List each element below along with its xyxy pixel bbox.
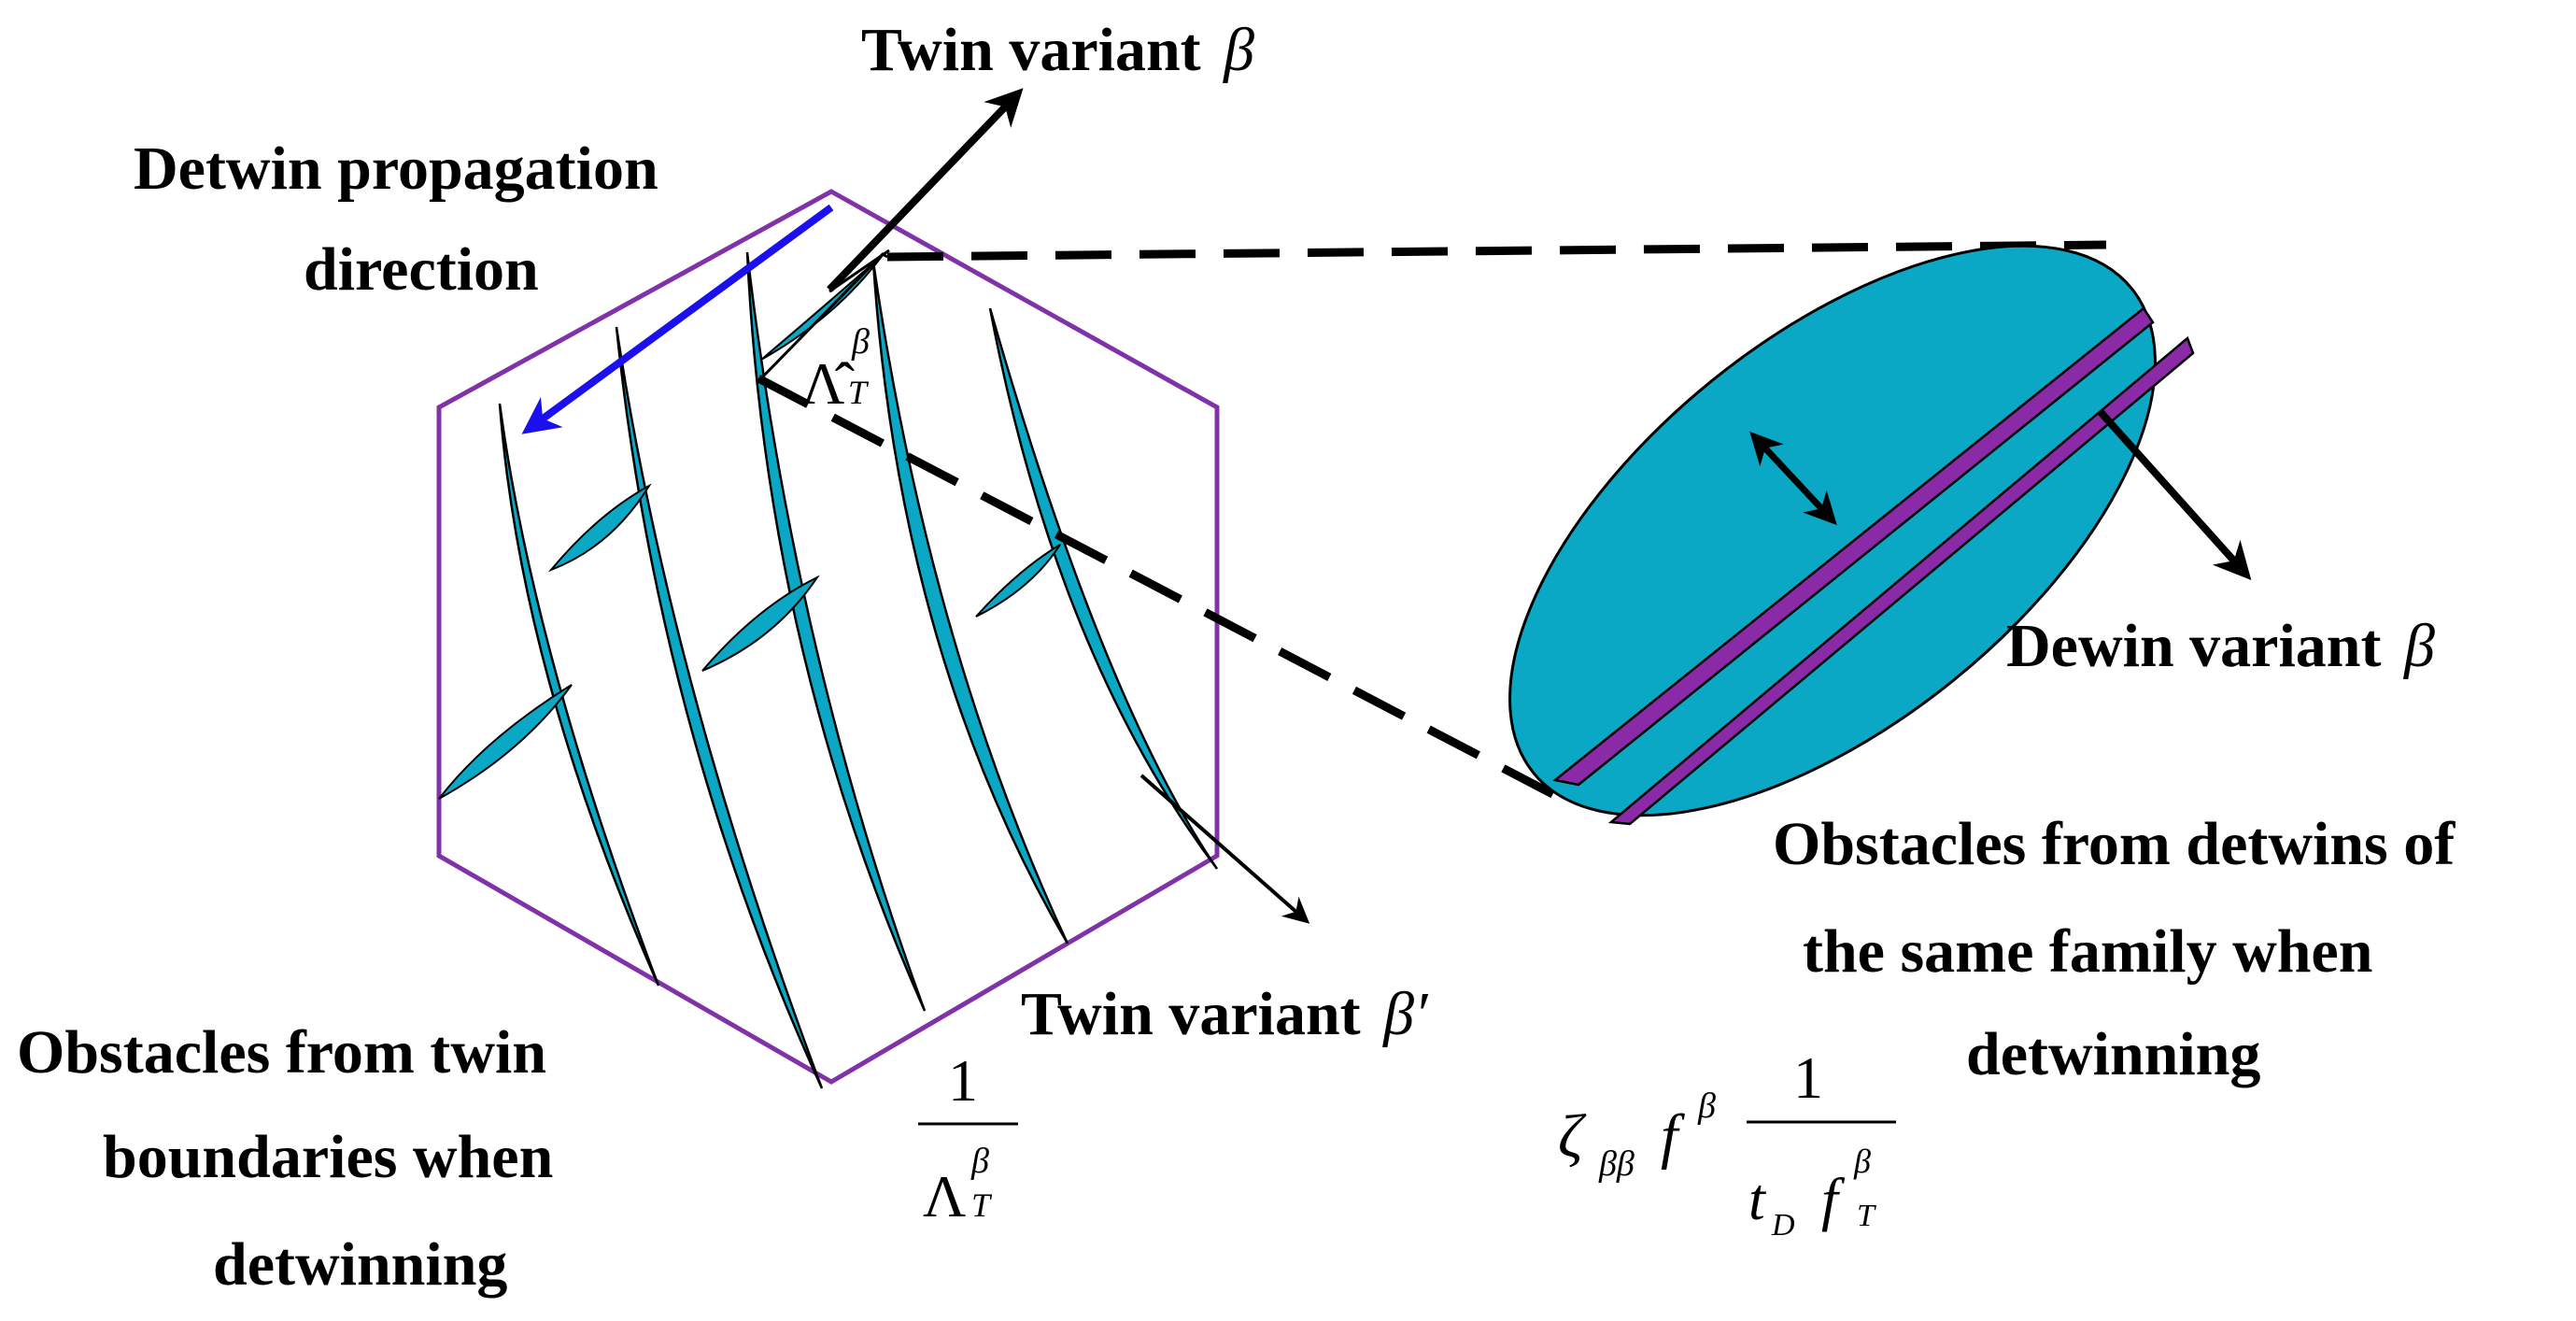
obstacles-twin-label-2: boundaries when — [103, 1123, 553, 1191]
svg-text:β: β — [851, 322, 870, 362]
twin-lamella-2 — [615, 326, 824, 1089]
projection-line-bottom — [756, 375, 1561, 801]
detwin-band-2 — [1607, 335, 2195, 826]
obstacles-detwin-label-1: Obstacles from detwins of — [1773, 810, 2456, 878]
dewin-variant-arrow — [2097, 408, 2252, 580]
secondary-twins — [438, 254, 1061, 800]
svg-text:Λ: Λ — [923, 1163, 966, 1229]
twin-lamella-5 — [988, 307, 1219, 870]
projection-line-top — [886, 240, 2107, 262]
dewin-variant-label: Dewin variant β — [2006, 612, 2435, 680]
svg-text:1: 1 — [1793, 1044, 1823, 1111]
svg-text:f: f — [1821, 1166, 1846, 1232]
svg-text:β: β — [1697, 1087, 1716, 1126]
detwin-band-1 — [1552, 306, 2155, 787]
svg-text:ββ: ββ — [1598, 1144, 1635, 1184]
obstacles-twin-label-1: Obstacles from twin — [17, 1018, 546, 1087]
svg-text:T: T — [971, 1186, 993, 1224]
fraction-inverse-lambda: 1 Λ β T — [918, 1047, 1018, 1229]
zoom-ellipse — [1508, 244, 2157, 817]
zoom-ellipse-group — [1508, 244, 2195, 826]
detwin-direction-arrow — [521, 204, 834, 434]
detwin-obstacle-formula: ζ ββ f β 1 t D f β T — [1558, 1044, 1896, 1243]
twin-variant-top-arrow — [827, 88, 1024, 292]
obstacles-detwin-label-2: the same family when — [1803, 917, 2372, 986]
svg-text:D: D — [1771, 1208, 1795, 1243]
grain-hexagon — [436, 189, 1220, 1085]
secondary-twin-2 — [547, 483, 652, 573]
svg-text:f: f — [1661, 1102, 1685, 1171]
obstacles-detwin-label-3: detwinning — [1966, 1020, 2260, 1088]
lambda-hat-symbol: Λ̂ β T — [801, 322, 870, 417]
detwin-direction-label-1: Detwin propagation — [134, 135, 658, 203]
svg-text:β: β — [1853, 1143, 1871, 1180]
secondary-twin-4 — [975, 544, 1061, 618]
twin-lamella-3 — [745, 251, 927, 1012]
svg-text:Λ̂: Λ̂ — [801, 350, 855, 417]
twin-variant-top-label: Twin variant β — [861, 16, 1254, 84]
svg-text:β: β — [970, 1142, 989, 1181]
obstacles-twin-label-3: detwinning — [213, 1230, 507, 1299]
detwin-direction-label-2: direction — [304, 235, 539, 304]
twin-lamella-1 — [498, 403, 660, 987]
twin-variant-bottom-label: Twin variant β′ — [1021, 980, 1429, 1048]
svg-text:T: T — [1857, 1199, 1876, 1233]
twin-variant-bottom-arrow — [1139, 774, 1310, 924]
secondary-twin-1 — [438, 684, 573, 800]
twin-lamella-4 — [871, 261, 1069, 945]
svg-text:t: t — [1748, 1166, 1767, 1232]
svg-text:T: T — [848, 374, 870, 411]
secondary-twin-3 — [701, 575, 820, 672]
svg-text:1: 1 — [948, 1047, 978, 1114]
lambda-hat-line — [828, 249, 890, 293]
spacing-double-arrow — [1749, 431, 1837, 526]
svg-text:ζ: ζ — [1558, 1102, 1587, 1171]
